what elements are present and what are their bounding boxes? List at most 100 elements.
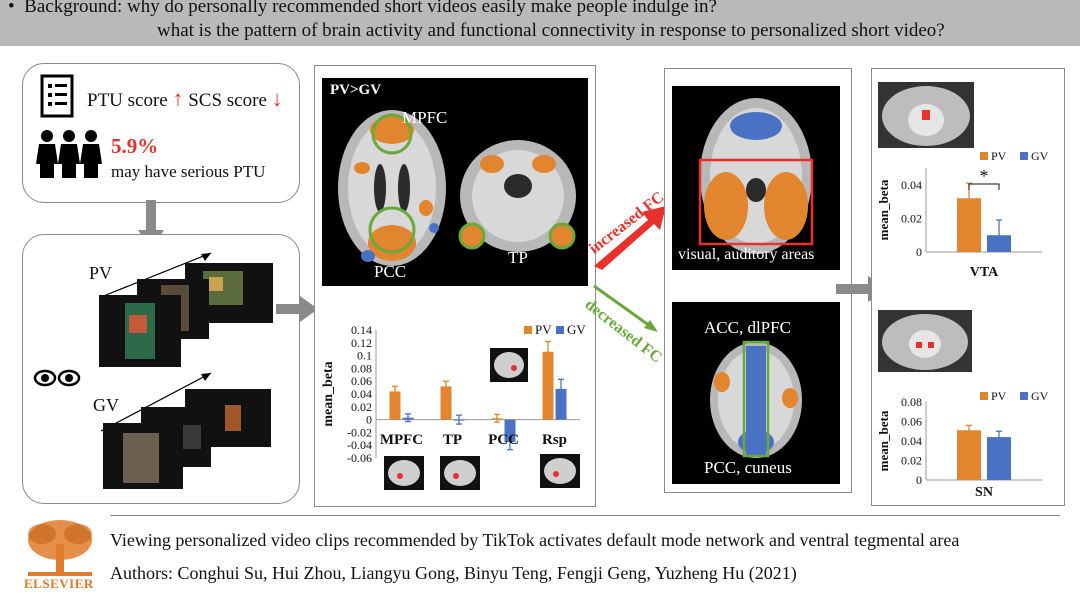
category-label-vta: VTA [970, 265, 999, 280]
roi-thumbnail-1 [384, 456, 424, 490]
category-label-mpfc: MPFC [380, 432, 423, 448]
visual-auditory-label: visual, auditory areas [678, 246, 815, 263]
y-tick-label: 0.04 [901, 178, 922, 192]
y-tick-label: 0.06 [351, 374, 372, 388]
gv-video-frame-1 [103, 423, 183, 489]
scs-score-label: SCS score [188, 90, 267, 111]
tp-label: TP [508, 248, 528, 267]
ptu-intro-box: PTU score ↑ SCS score ↓ 5.9% may have se… [22, 63, 300, 203]
y-axis-label: mean_beta [876, 179, 891, 240]
bar-pv-mpfc [389, 391, 401, 420]
roi-bar-chart: 0.140.120.10.080.060.040.020-0.02-0.04-0… [321, 322, 586, 490]
legend-label-pv: PV [535, 322, 552, 337]
decreased-fc-image: ACC, dlPFC PCC, cuneus [672, 302, 840, 484]
ptu-up-arrow: ↑ [172, 86, 184, 111]
ptu-score-label: PTU score [87, 90, 168, 111]
category-label-tp: TP [443, 432, 462, 448]
thumbnail-brain [444, 460, 476, 486]
thumbnail-roi [453, 473, 459, 479]
right-flow-arrow-1 [276, 296, 318, 322]
legend-label-pv: PV [991, 149, 1007, 163]
paper-title: Viewing personalized video clips recomme… [110, 530, 960, 550]
scs-down-arrow: ↓ [271, 86, 283, 111]
legend-swatch-gv [1020, 152, 1028, 160]
y-tick-label: 0.1 [357, 349, 372, 363]
vta-slice-thumbnail [878, 82, 974, 148]
pv-trend-arrow [100, 252, 212, 298]
y-tick-label: 0.02 [901, 211, 922, 225]
legend-swatch-pv [980, 152, 988, 160]
score-line: PTU score ↑ SCS score ↓ [87, 86, 283, 112]
pcc-label: PCC [374, 262, 407, 281]
contrast-label: PV>GV [330, 82, 382, 98]
thumbnail-brain [544, 458, 576, 484]
y-tick-label: 0 [916, 245, 922, 259]
footer-divider [110, 515, 1060, 516]
y-tick-label: 0.08 [901, 395, 922, 409]
pv-video-frame-1 [99, 295, 181, 367]
y-tick-label: -0.02 [347, 425, 372, 439]
category-label-rsp: Rsp [542, 432, 567, 448]
brain-slices [338, 110, 576, 266]
ptu-percent: 5.9% [111, 134, 159, 158]
legend-label-gv: GV [1031, 389, 1049, 403]
y-axis-label: mean_beta [876, 410, 891, 471]
elsevier-tree-logo [28, 520, 92, 576]
y-tick-label: 0.14 [351, 323, 372, 337]
increased-fc-slice [698, 98, 814, 254]
roi-thumbnail-3 [540, 454, 580, 488]
bar-gv-pcc [504, 419, 516, 442]
pv-label: PV [89, 263, 113, 283]
banner-line-1: • Background: why do personally recommen… [8, 0, 717, 18]
background-banner: • Background: why do personally recommen… [0, 0, 1080, 46]
elsevier-wordmark: ELSEVIER [24, 576, 94, 591]
y-tick-label: 0 [366, 413, 372, 427]
bar-pv-rsp [542, 351, 554, 420]
eyes-icon [33, 369, 81, 387]
banner-question-2: what is the pattern of brain activity an… [157, 20, 945, 41]
category-label-sn: SN [975, 485, 993, 500]
checklist-icon [40, 74, 74, 118]
increased-fc-arrow [594, 206, 666, 270]
paper-authors: Authors: Conghui Su, Hui Zhou, Liangyu G… [110, 563, 797, 583]
legend-label-gv: GV [1031, 149, 1049, 163]
y-tick-label: 0 [916, 473, 922, 487]
rsp-thumbnail [490, 348, 528, 382]
mpfc-label: MPFC [402, 108, 448, 127]
pcc-cuneus-label: PCC, cuneus [704, 458, 792, 477]
sn-slice-thumbnail [878, 310, 972, 372]
bar-gv-rsp [555, 388, 567, 420]
increased-fc-image: visual, auditory areas [672, 86, 840, 270]
y-tick-label: -0.04 [347, 438, 372, 452]
legend-swatch-gv [556, 326, 564, 334]
bar-pv-sn [957, 430, 981, 480]
y-tick-label: 0.06 [901, 415, 922, 429]
y-tick-label: 0.02 [901, 454, 922, 468]
y-tick-label: 0.12 [351, 336, 372, 350]
decreased-fc-slice [710, 340, 802, 458]
acc-dlpfc-label: ACC, dlPFC [704, 318, 791, 337]
y-tick-label: 0.04 [351, 387, 372, 401]
thumbnail-brain [494, 352, 524, 378]
gv-trend-arrow [100, 372, 212, 432]
banner-bullet: • [8, 0, 15, 17]
thumbnail-roi [397, 473, 403, 479]
brain-activation-image: PV>GV MPFC PCC TP [322, 78, 588, 286]
pv-video-frame-3 [185, 263, 273, 323]
y-axis-label: mean_beta [321, 361, 336, 426]
legend-swatch-pv [524, 326, 532, 334]
y-tick-label: 0.08 [351, 361, 372, 375]
thumbnail-roi [511, 365, 517, 371]
legend-swatch-pv [980, 392, 988, 400]
video-stimuli-box: PV GV [22, 234, 300, 504]
y-tick-label: -0.06 [347, 451, 372, 465]
category-label-pcc: PCC [488, 432, 519, 448]
y-tick-label: 0.02 [351, 400, 372, 414]
y-tick-label: 0.04 [901, 434, 922, 448]
thumbnail-roi [553, 471, 559, 477]
legend-swatch-gv [1020, 392, 1028, 400]
significance-bracket [968, 183, 1000, 190]
significance-star: * [980, 166, 989, 186]
